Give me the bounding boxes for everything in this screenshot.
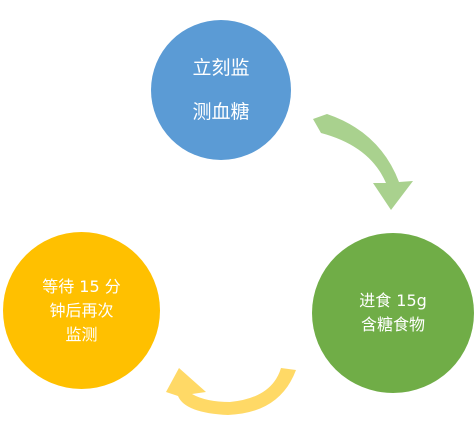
node-eat-sugar: 进食 15g 含糖食物: [312, 233, 474, 393]
arrow-right-to-left: [166, 368, 296, 415]
node-wait-and-recheck: 等待 15 分 钟后再次 监测: [3, 232, 160, 389]
node-right-line-2: 含糖食物: [360, 315, 425, 334]
node-left-line-2: 钟后再次: [49, 300, 114, 320]
arrow-top-to-right: [313, 114, 413, 210]
node-left-line-3: 监测: [65, 324, 98, 344]
node-top-line-1: 立刻监: [192, 57, 250, 79]
node-left-line-1: 等待 15 分: [42, 276, 121, 296]
node-check-blood-sugar: 立刻监 测血糖: [151, 20, 291, 160]
node-right-line-1: 进食 15g: [359, 291, 427, 310]
node-top-line-2: 测血糖: [192, 101, 250, 123]
